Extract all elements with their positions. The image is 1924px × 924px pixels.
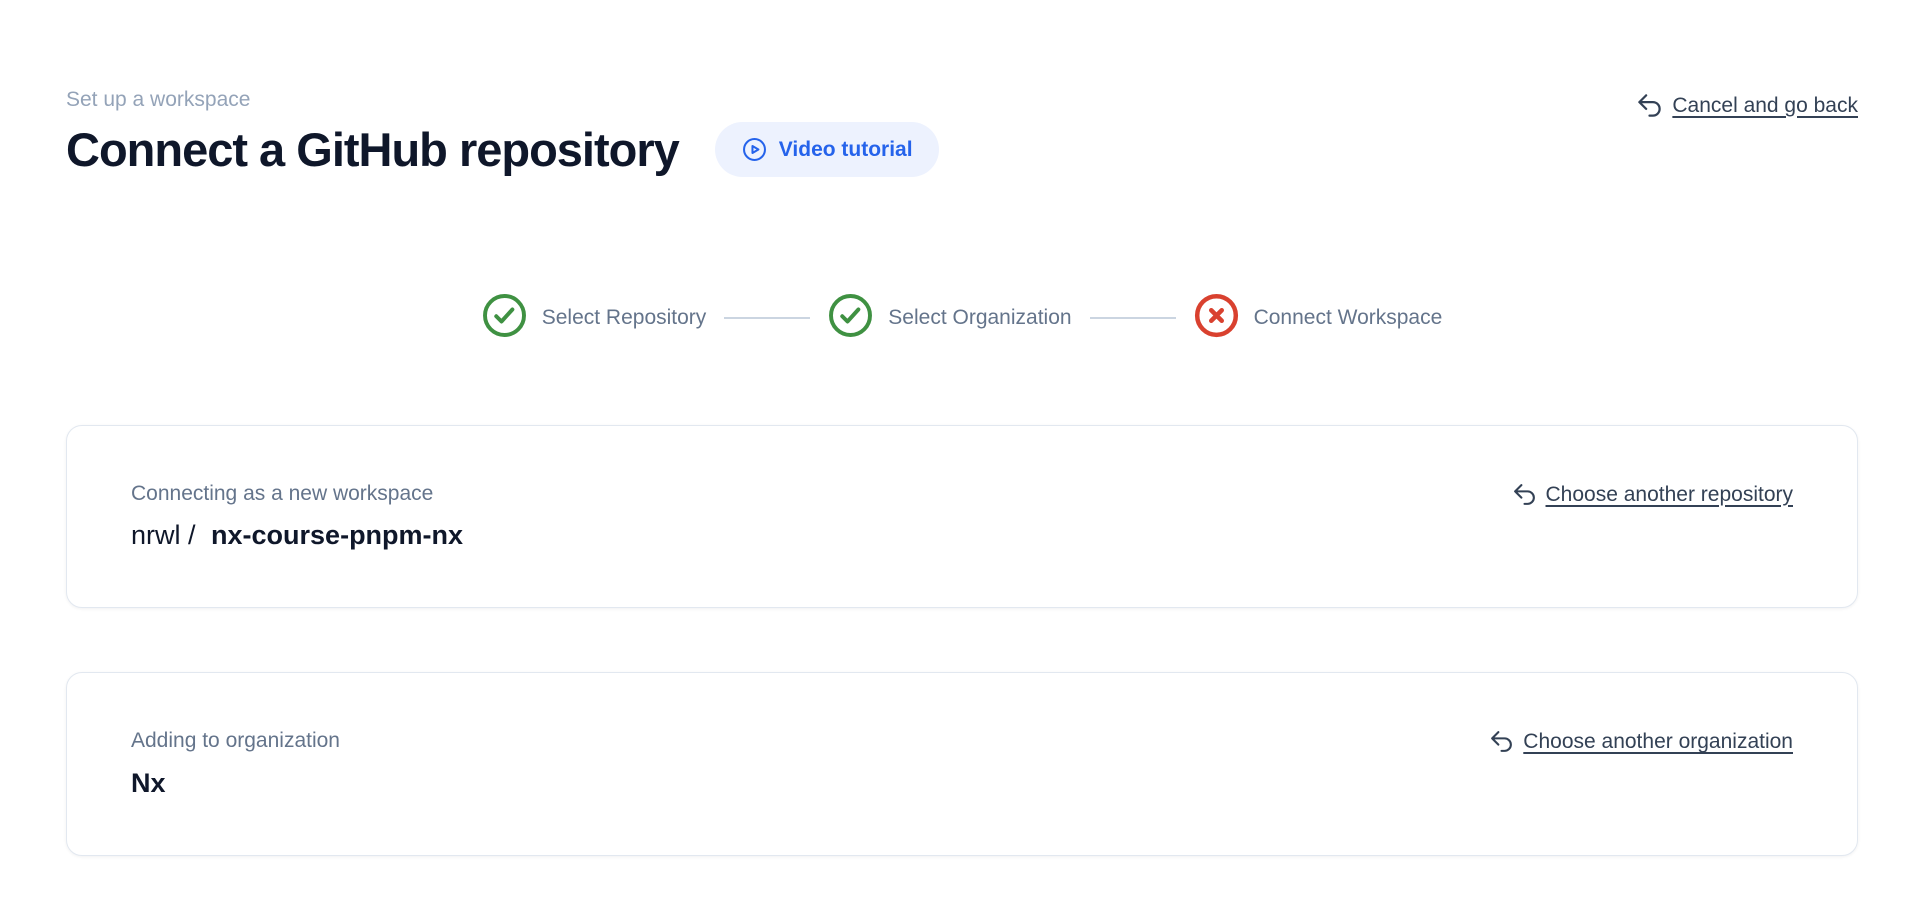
- choose-another-repository-link[interactable]: Choose another repository: [1512, 482, 1793, 507]
- organization-name: Nx: [131, 767, 166, 798]
- setup-stepper: Select Repository Select Organization Co…: [66, 293, 1858, 343]
- video-tutorial-button[interactable]: Video tutorial: [714, 122, 939, 177]
- repository-name: nrwl / nx-course-pnpm-nx: [131, 518, 463, 553]
- stepper-connector: [1089, 317, 1176, 319]
- repository-card: Connecting as a new workspace nrwl / nx-…: [66, 425, 1858, 609]
- stepper-connector: [724, 317, 811, 319]
- cancel-and-go-back-label: Cancel and go back: [1672, 93, 1858, 117]
- organization-card-label: Adding to organization: [131, 729, 340, 753]
- play-circle-icon: [741, 136, 768, 163]
- repository-repo-name: nx-course-pnpm-nx: [211, 520, 464, 551]
- undo-arrow-icon: [1636, 92, 1663, 119]
- choose-another-organization-label: Choose another organization: [1523, 729, 1793, 753]
- organization-card-info: Adding to organization Nx: [131, 727, 340, 800]
- title-row: Connect a GitHub repository Video tutori…: [66, 122, 939, 177]
- step-label: Connect Workspace: [1253, 306, 1443, 329]
- undo-arrow-icon: [1512, 482, 1537, 507]
- choose-another-repository-label: Choose another repository: [1545, 482, 1793, 506]
- eyebrow-label: Set up a workspace: [66, 88, 251, 111]
- step-label: Select Organization: [888, 306, 1072, 329]
- choose-another-organization-link[interactable]: Choose another organization: [1489, 729, 1793, 754]
- step-connect-workspace: Connect Workspace: [1194, 293, 1443, 343]
- undo-arrow-icon: [1489, 729, 1514, 754]
- check-circle-icon: [828, 293, 873, 343]
- repository-card-label: Connecting as a new workspace: [131, 482, 434, 505]
- step-select-organization: Select Organization: [828, 293, 1072, 343]
- repository-owner: nrwl /: [131, 520, 196, 551]
- organization-card: Adding to organization Nx Choose another…: [66, 672, 1858, 856]
- step-label: Select Repository: [541, 306, 707, 329]
- video-tutorial-label: Video tutorial: [778, 137, 913, 161]
- repository-card-info: Connecting as a new workspace nrwl / nx-…: [131, 480, 463, 553]
- check-circle-icon: [482, 293, 527, 343]
- cancel-and-go-back-link[interactable]: Cancel and go back: [1636, 92, 1858, 119]
- setup-workspace-page: Set up a workspace Connect a GitHub repo…: [66, 0, 1858, 856]
- page-title: Connect a GitHub repository: [66, 122, 680, 176]
- page-header-left: Set up a workspace Connect a GitHub repo…: [66, 88, 939, 177]
- page-header: Set up a workspace Connect a GitHub repo…: [66, 88, 1858, 177]
- x-circle-icon: [1194, 293, 1239, 343]
- step-select-repository: Select Repository: [482, 293, 707, 343]
